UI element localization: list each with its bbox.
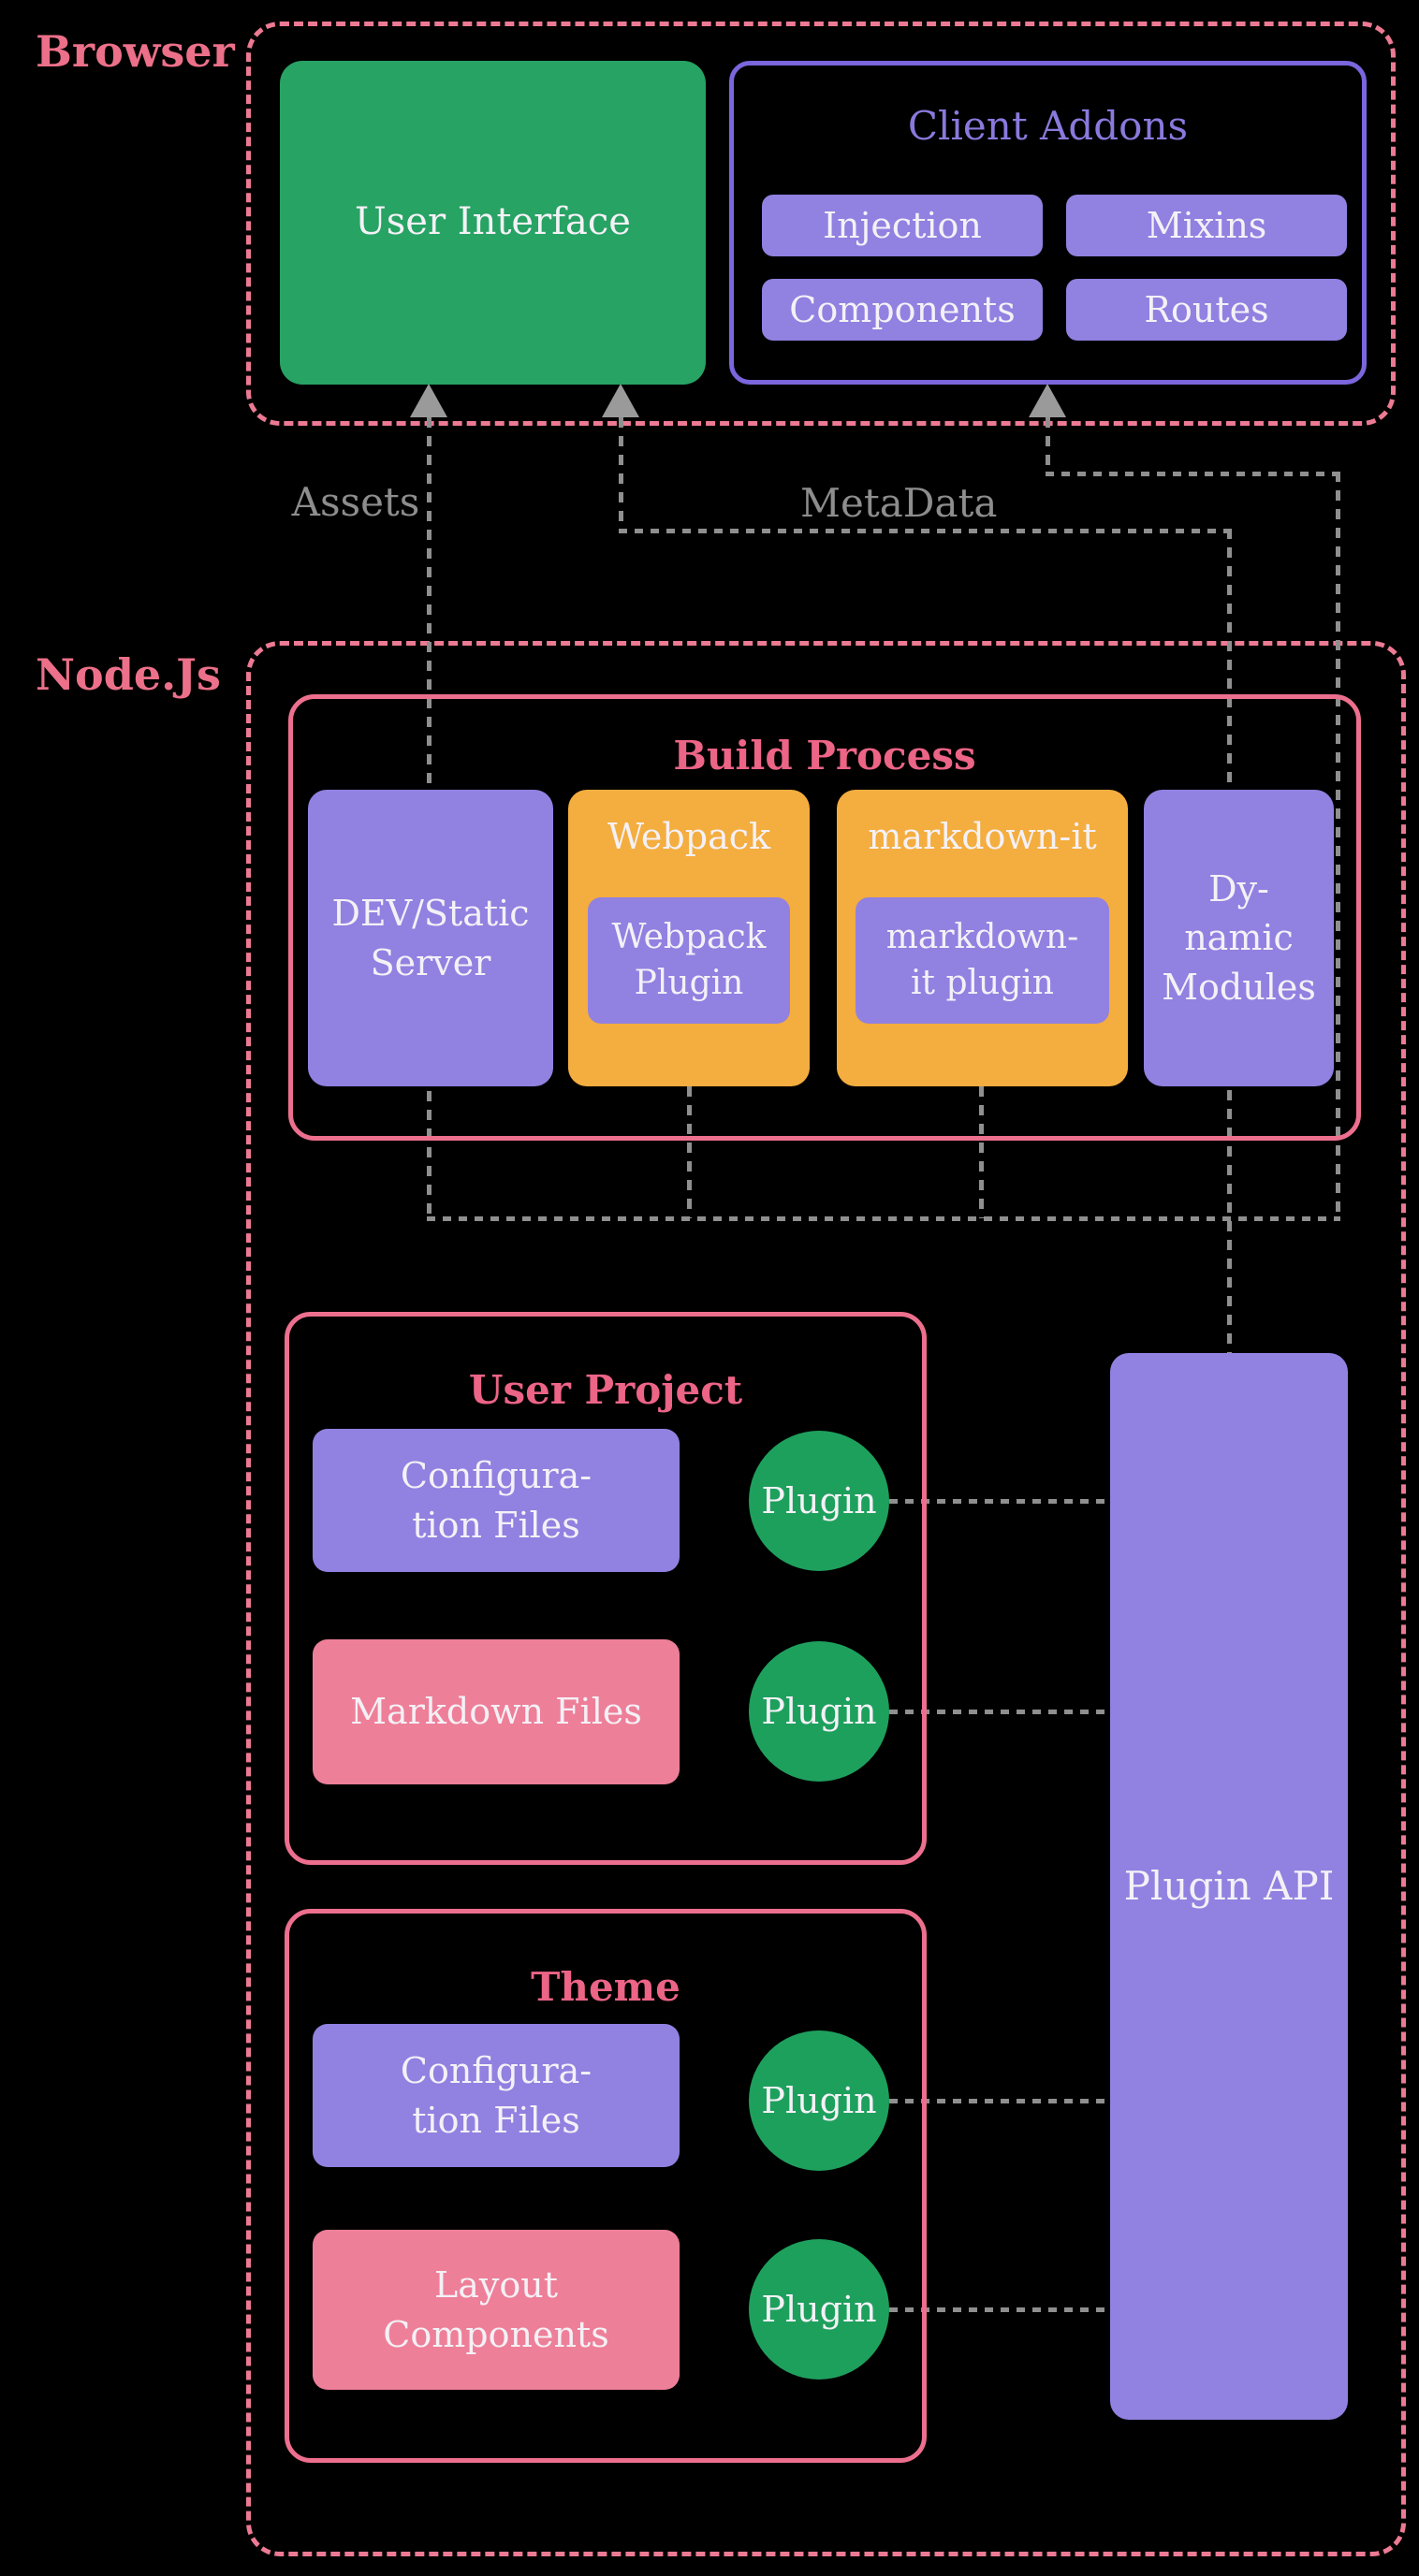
layout-components-node: Layout Components: [313, 2230, 680, 2390]
user-interface-label: User Interface: [355, 200, 631, 244]
layout-components-label-line2: Components: [383, 2313, 609, 2355]
client-addon-components: Components: [762, 279, 1043, 341]
metadata-flow-label: MetaData: [800, 480, 998, 526]
webpack-plugin-label-line2: Plugin: [634, 963, 744, 1002]
dev-static-server-label-line1: DEV/Static: [331, 893, 530, 935]
dynamic-modules-label-line2: namic: [1184, 917, 1294, 959]
nodejs-region-label: Node.Js: [36, 649, 221, 700]
build-process-bus-line: [427, 1216, 1340, 1221]
webpack-plugin-node: Webpack Plugin: [588, 897, 790, 1024]
client-addon-injection: Injection: [762, 195, 1043, 256]
plugin-api-label: Plugin API: [1123, 1863, 1335, 1910]
markdown-files-label: Markdown Files: [350, 1691, 642, 1733]
theme-layout-plugin-circle: Plugin: [749, 2239, 889, 2380]
user-project-markdown-plugin-circle: Plugin: [749, 1641, 889, 1782]
configuration-files-label-line1: Configura-: [400, 2050, 592, 2092]
dynamic-modules-label-line3: Modules: [1162, 966, 1316, 1008]
user-project-section: User Project: [285, 1312, 927, 1865]
plugin-label: Plugin: [761, 1691, 877, 1732]
build-process-title: Build Process: [673, 733, 976, 779]
plugin-connector-4: [889, 2307, 1110, 2312]
markdown-it-plugin-label-line2: it plugin: [911, 963, 1054, 1002]
user-project-title: User Project: [468, 1367, 743, 1413]
markdown-it-title: markdown-it: [868, 816, 1097, 857]
dev-static-server-label-line2: Server: [370, 941, 491, 983]
client-addons-title: Client Addons: [907, 103, 1189, 149]
client-addons-line-horizontal: [1046, 472, 1340, 476]
nodejs-region: [246, 641, 1406, 2556]
plugin-api-node: Plugin API: [1110, 1353, 1348, 2420]
client-addons-node: Client Addons Injection Mixins Component…: [729, 61, 1367, 385]
theme-configuration-files-node: Configura- tion Files: [313, 2024, 680, 2167]
plugin-label: Plugin: [761, 2289, 877, 2330]
webpack-node: Webpack Webpack Plugin: [568, 790, 810, 1086]
client-addons-line-vertical-right: [1336, 472, 1340, 1220]
arrow-up-icon: [602, 384, 639, 417]
layout-components-label-line1: Layout: [434, 2264, 558, 2307]
plugin-label: Plugin: [761, 1480, 877, 1521]
metadata-line-vertical-top: [619, 417, 623, 531]
webpack-plugin-label-line1: Webpack: [611, 917, 767, 956]
metadata-line-horizontal: [619, 529, 1229, 533]
client-addon-routes: Routes: [1066, 279, 1347, 341]
configuration-files-label-line2: tion Files: [412, 1504, 580, 1546]
dynamic-modules-node: Dy- namic Modules: [1144, 790, 1334, 1086]
plugin-label: Plugin: [761, 2080, 877, 2121]
arrow-up-icon: [1029, 384, 1066, 417]
browser-region-label: Browser: [36, 26, 235, 77]
user-project-config-plugin-circle: Plugin: [749, 1431, 889, 1571]
markdown-it-plugin-node: markdown- it plugin: [856, 897, 1109, 1024]
browser-region: [246, 22, 1396, 426]
webpack-title: Webpack: [607, 816, 771, 857]
build-process-section: Build Process: [288, 694, 1361, 1141]
user-interface-node: User Interface: [280, 61, 706, 385]
markdown-it-bus-tap-line: [979, 1086, 984, 1218]
markdown-it-plugin-label-line1: markdown-: [885, 917, 1079, 956]
plugin-connector-1: [889, 1499, 1110, 1504]
theme-config-plugin-circle: Plugin: [749, 2030, 889, 2171]
configuration-files-label-line2: tion Files: [412, 2099, 580, 2141]
theme-section: Theme: [285, 1909, 927, 2463]
markdown-it-node: markdown-it markdown- it plugin: [837, 790, 1128, 1086]
assets-flow-label: Assets: [291, 479, 420, 525]
plugin-connector-2: [889, 1710, 1110, 1714]
plugin-connector-3: [889, 2099, 1110, 2103]
client-addons-line-vertical-top: [1046, 417, 1050, 473]
dev-static-server-node: DEV/Static Server: [308, 790, 553, 1086]
user-project-configuration-files-node: Configura- tion Files: [313, 1429, 680, 1572]
webpack-bus-tap-line: [687, 1086, 692, 1218]
dynamic-modules-label-line1: Dy-: [1208, 867, 1269, 910]
configuration-files-label-line1: Configura-: [400, 1455, 592, 1497]
client-addon-mixins: Mixins: [1066, 195, 1347, 256]
markdown-files-node: Markdown Files: [313, 1639, 680, 1784]
theme-title: Theme: [531, 1964, 680, 2010]
arrow-up-icon: [410, 384, 447, 417]
